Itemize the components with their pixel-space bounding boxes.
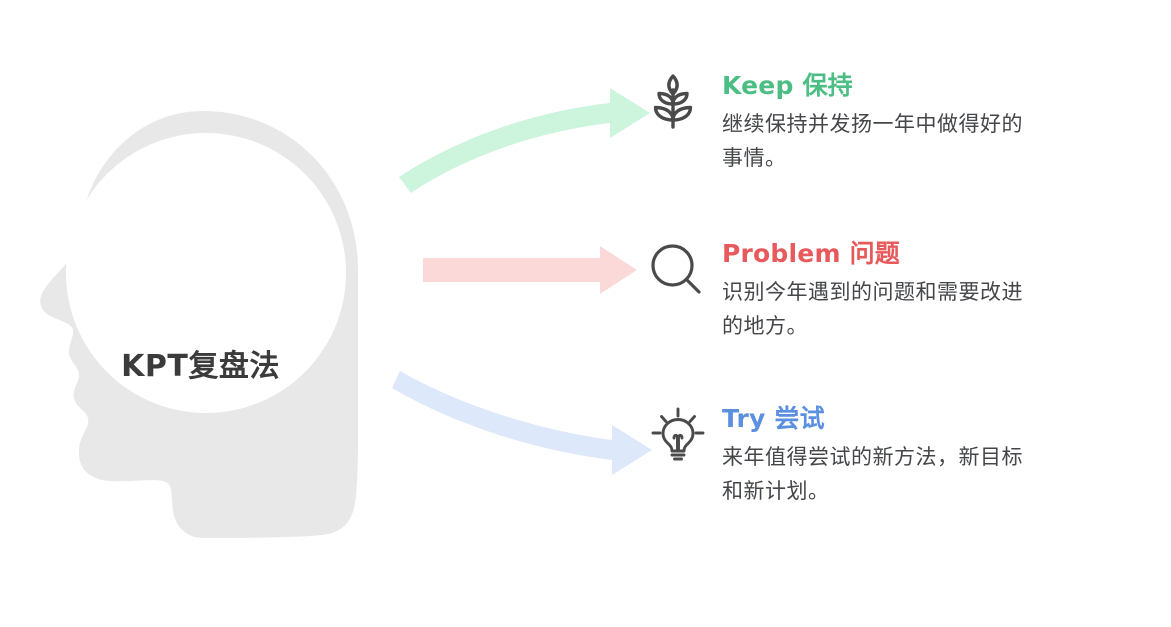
wheat-sprout-icon (650, 72, 722, 130)
item-try-text: Try 尝试 来年值得尝试的新方法，新目标和新计划。 (722, 404, 1120, 508)
item-keep-body: 继续保持并发扬一年中做得好的事情。 (722, 111, 1023, 170)
arrow-to-try (392, 371, 652, 475)
item-try-body: 来年值得尝试的新方法，新目标和新计划。 (722, 444, 1023, 503)
item-keep-text: Keep 保持 继续保持并发扬一年中做得好的事情。 (722, 71, 1120, 175)
head-shape-icon (40, 111, 358, 538)
item-problem-heading: Problem 问题 (722, 239, 901, 268)
arrow-to-keep (399, 88, 650, 193)
item-problem-text: Problem 问题 识别今年遇到的问题和需要改进的地方。 (722, 239, 1120, 343)
item-try: Try 尝试 来年值得尝试的新方法，新目标和新计划。 (650, 404, 1120, 508)
head-silhouette: KPT复盘法 (28, 98, 373, 618)
lightbulb-icon (650, 405, 722, 463)
magnifier-icon (650, 240, 722, 298)
center-label: KPT复盘法 (121, 349, 280, 384)
arrow-to-problem (423, 246, 637, 294)
item-keep: Keep 保持 继续保持并发扬一年中做得好的事情。 (650, 71, 1120, 175)
item-keep-heading: Keep 保持 (722, 71, 853, 100)
item-problem: Problem 问题 识别今年遇到的问题和需要改进的地方。 (650, 239, 1120, 343)
item-try-heading: Try 尝试 (722, 404, 825, 433)
item-problem-body: 识别今年遇到的问题和需要改进的地方。 (722, 279, 1023, 338)
